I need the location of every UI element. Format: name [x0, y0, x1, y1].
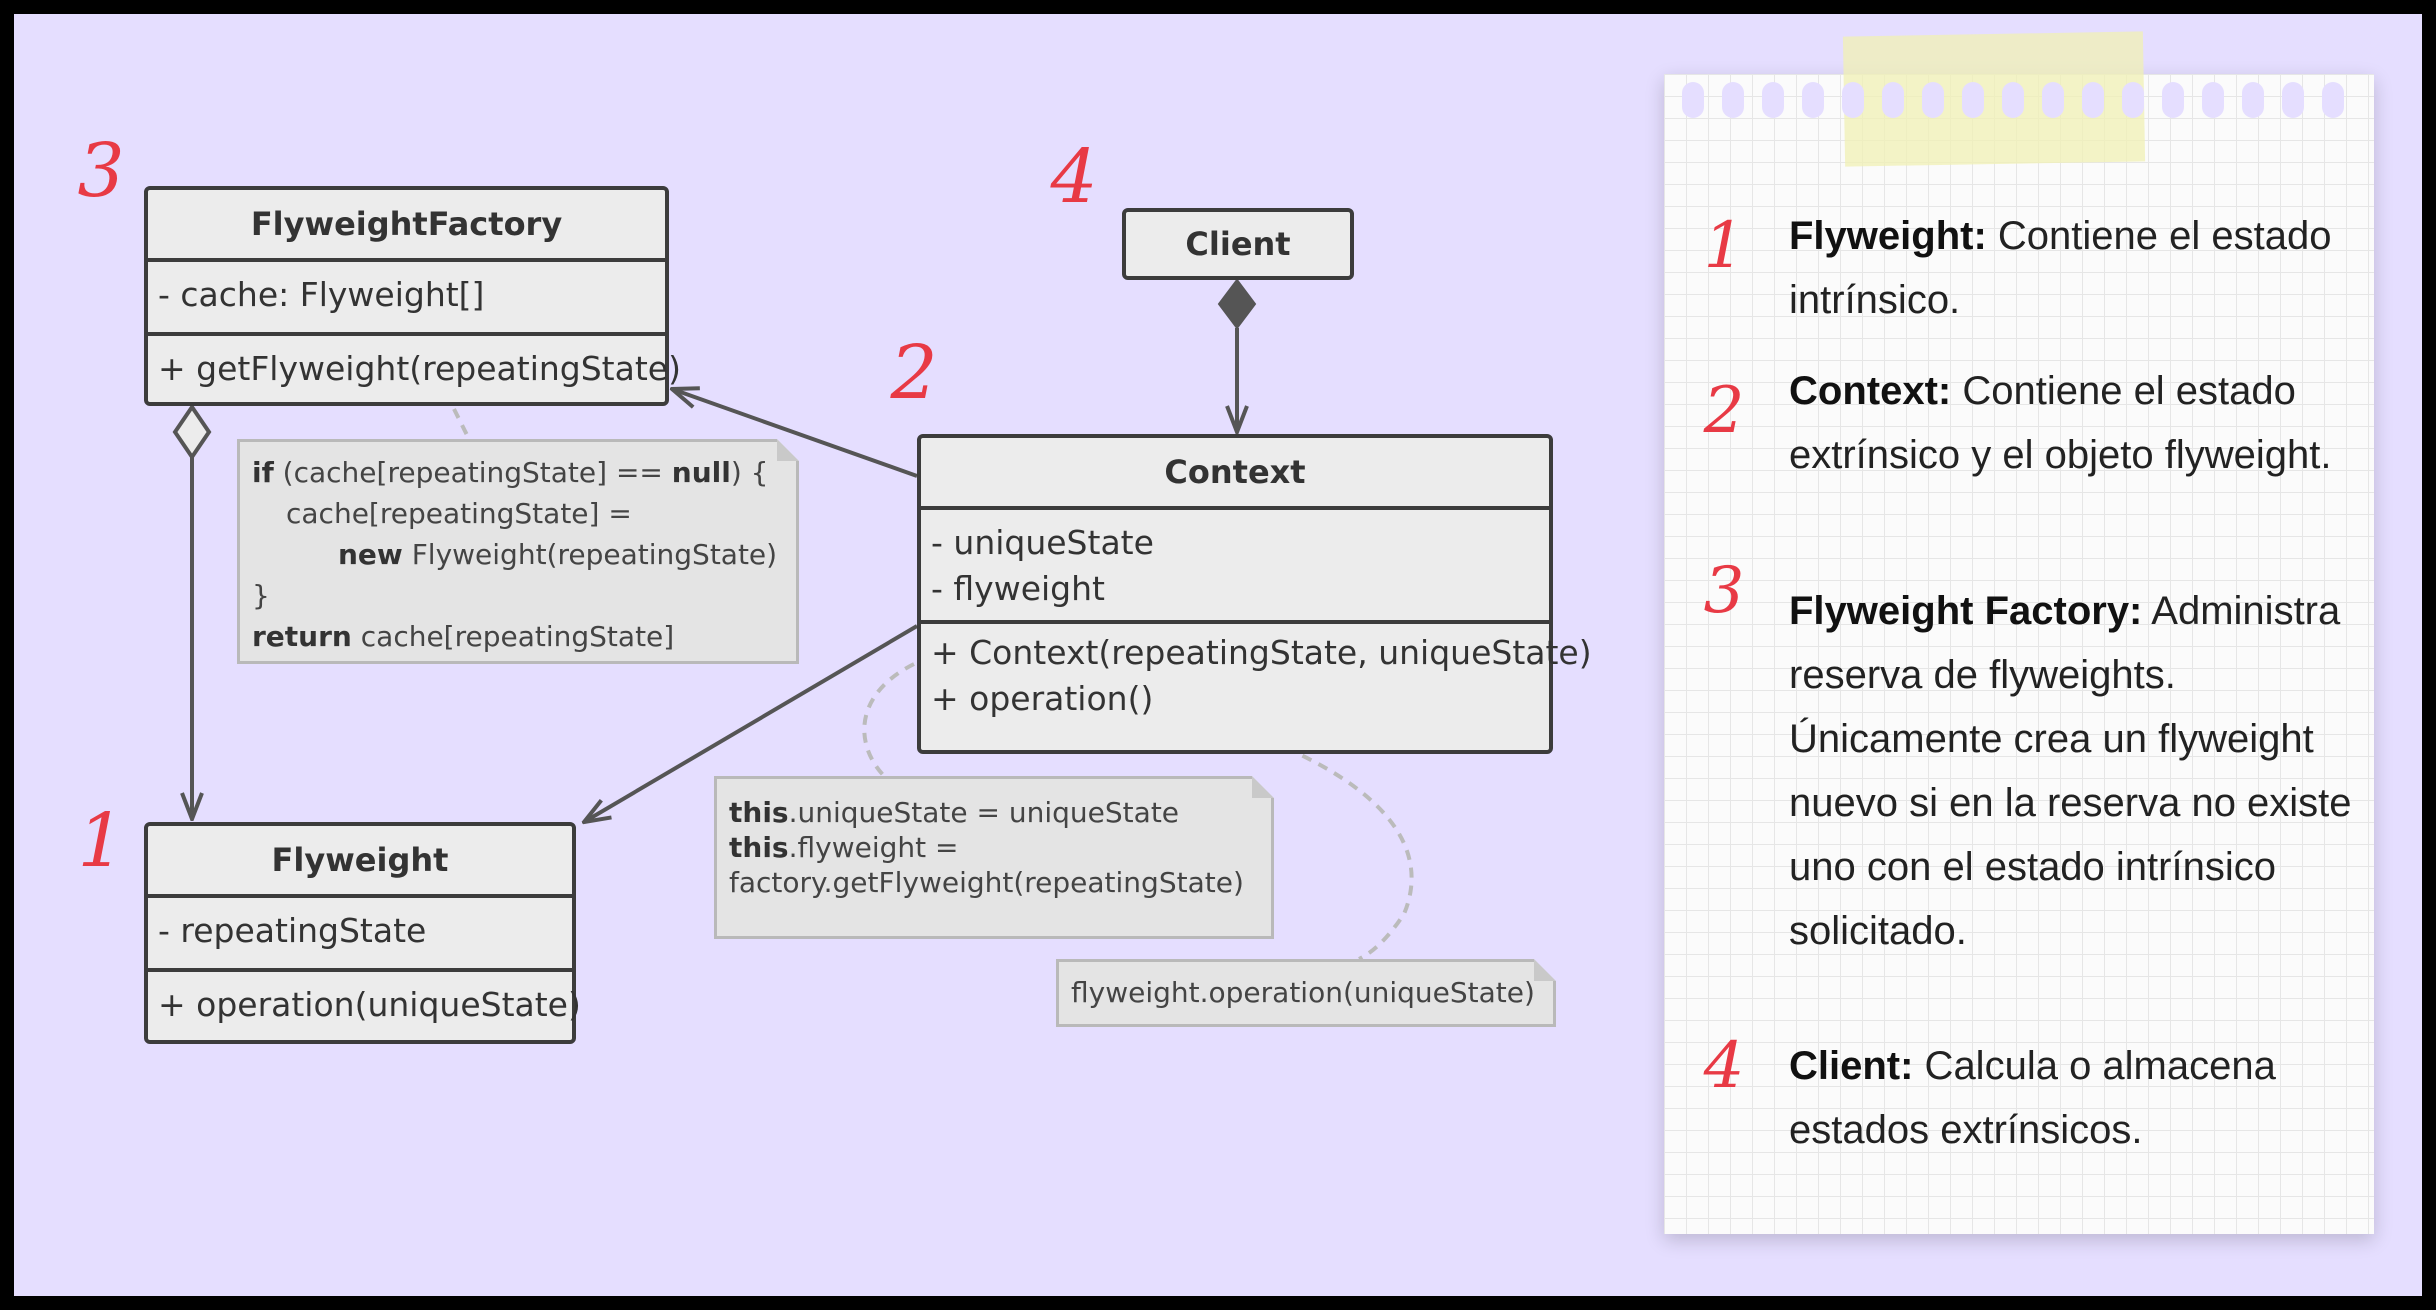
note-context-constructor: this.uniqueState = uniqueState this.flyw… — [714, 776, 1274, 939]
class-methods: + getFlyweight(repeatingState) — [148, 336, 681, 398]
class-fields: - uniqueState - flyweight — [921, 510, 1549, 624]
legend-badge-1: 1 — [1703, 209, 1745, 283]
legend-item-factory: Flyweight Factory: Administra reserva de… — [1789, 589, 2352, 953]
legend-badge-4: 4 — [1703, 1029, 1745, 1103]
legend-item-client: Client: Calcula o almacena estados extrí… — [1789, 1044, 2276, 1152]
client-context-composition — [1217, 278, 1257, 330]
diagram-canvas: 3 4 2 1 FlyweightFactory - cache: Flywei… — [14, 14, 2422, 1296]
class-client[interactable]: Client — [1122, 208, 1354, 280]
class-title: FlyweightFactory — [148, 190, 665, 262]
class-title: Context — [921, 438, 1549, 510]
class-title: Client — [1185, 225, 1291, 263]
field: - flyweight — [931, 569, 1105, 608]
badge-context: 2 — [890, 330, 938, 416]
badge-client: 4 — [1050, 134, 1098, 220]
legend-paper — [1664, 74, 2374, 1234]
legend-badge-2: 2 — [1703, 374, 1745, 448]
factory-flyweight-aggregation — [172, 403, 212, 461]
note-fold — [1534, 959, 1556, 981]
class-flyweight-factory[interactable]: FlyweightFactory - cache: Flyweight[] + … — [144, 186, 681, 406]
connectors-layer — [172, 278, 1414, 961]
class-context[interactable]: Context - uniqueState - flyweight + Cont… — [917, 434, 1592, 754]
badge-flyweight: 1 — [77, 798, 125, 884]
method: + Context(repeatingState, uniqueState) — [931, 633, 1592, 672]
note-fold — [777, 439, 799, 461]
badge-factory: 3 — [77, 128, 125, 214]
method: + operation(uniqueState) — [158, 985, 581, 1024]
field: - cache: Flyweight[] — [158, 275, 485, 314]
operation-note-connector — [1165, 709, 1414, 961]
note-get-flyweight: if (cache[repeatingState] == null) { cac… — [237, 439, 799, 664]
method: + getFlyweight(repeatingState) — [158, 349, 681, 388]
field: - uniqueState — [931, 523, 1154, 562]
class-fields: - cache: Flyweight[] — [148, 262, 665, 336]
class-methods: + operation(uniqueState) — [148, 972, 581, 1034]
note-operation: flyweight.operation(uniqueState) — [1056, 959, 1556, 1027]
factory-note-connector — [452, 408, 471, 440]
class-fields: - repeatingState — [148, 898, 572, 972]
context-flyweight-association — [584, 624, 919, 822]
method: + operation() — [931, 679, 1154, 718]
ctor-note-connector — [862, 662, 915, 778]
legend-item-flyweight: Flyweight: Contiene el estado intrínsico… — [1789, 214, 2332, 322]
context-factory-association — [672, 389, 918, 478]
class-flyweight[interactable]: Flyweight - repeatingState + operation(u… — [144, 822, 581, 1044]
class-methods: + Context(repeatingState, uniqueState) +… — [921, 624, 1592, 728]
class-title: Flyweight — [148, 826, 572, 898]
legend-badge-3: 3 — [1703, 554, 1745, 628]
field: - repeatingState — [158, 911, 427, 950]
note-fold — [1252, 776, 1274, 798]
legend-item-context: Context: Contiene el estado extrínsico y… — [1789, 369, 2332, 477]
